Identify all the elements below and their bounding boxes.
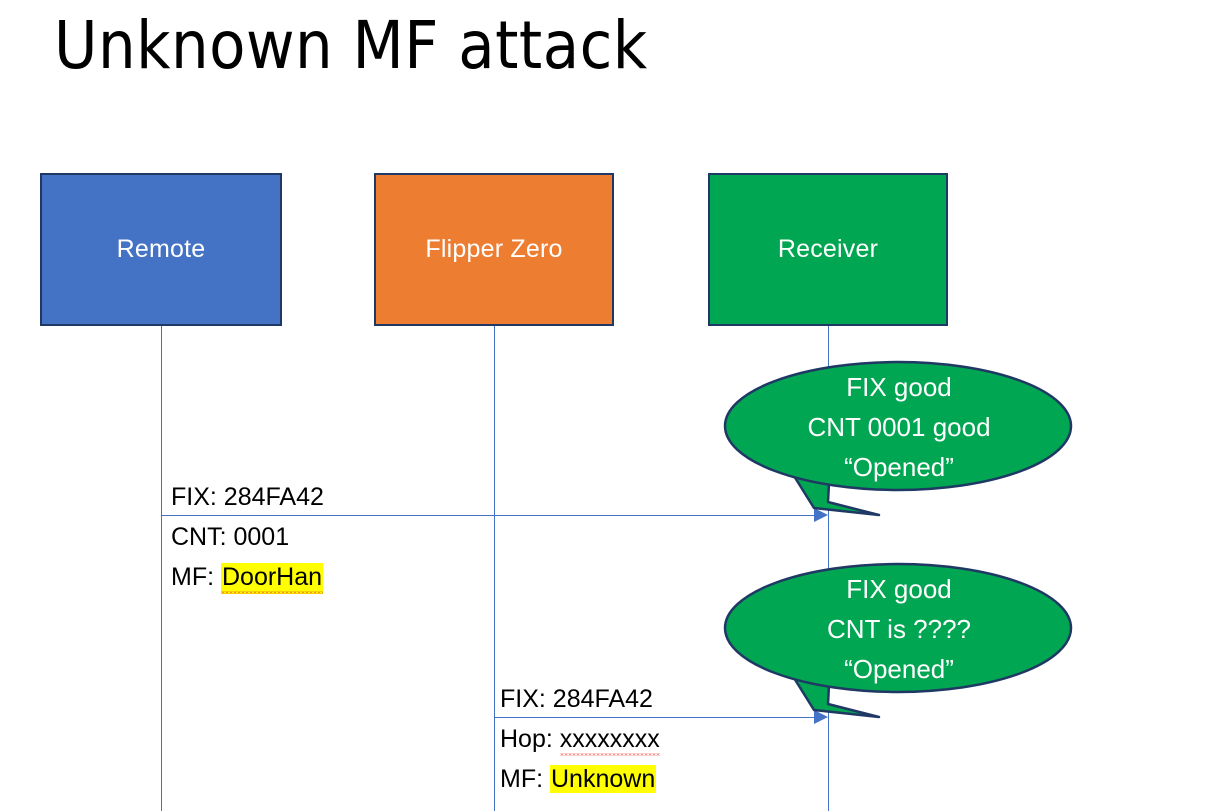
msg1-line2-value: 0001 xyxy=(233,523,290,551)
actor-label-receiver: Receiver xyxy=(777,235,879,263)
message-arrow-line-2 xyxy=(494,717,814,718)
speech-balloon-2[interactable]: FIX good CNT is ???? “Opened” xyxy=(723,562,1074,722)
actor-box-receiver[interactable]: Receiver xyxy=(708,173,948,326)
msg2-line3-label: MF: xyxy=(500,765,550,793)
message-arrow-head-2 xyxy=(814,710,828,724)
msg2-line3-value: Unknown xyxy=(550,765,657,793)
msg2-line1-label: FIX: xyxy=(500,685,553,713)
message-label-2-line-1: FIX: 284FA42 xyxy=(500,679,660,719)
message-label-1-line-2: CNT: 0001 xyxy=(171,517,324,557)
speech-balloon-2-shape xyxy=(723,562,1073,719)
lifeline-remote xyxy=(161,326,162,811)
msg1-line3-label: MF: xyxy=(171,563,221,591)
actor-label-flipper-zero: Flipper Zero xyxy=(425,235,563,263)
message-label-2-line-3: MF: Unknown xyxy=(500,759,660,799)
msg1-line3-value: DoorHan xyxy=(221,563,323,594)
msg1-line1-value: 284FA42 xyxy=(223,483,324,511)
message-label-1-line-3: MF: DoorHan xyxy=(171,557,324,597)
actor-box-flipper-zero[interactable]: Flipper Zero xyxy=(374,173,614,326)
message-label-2: FIX: 284FA42 Hop: xxxxxxxx MF: Unknown xyxy=(500,679,660,799)
actor-label-remote: Remote xyxy=(116,235,206,263)
msg2-line2-value: xxxxxxxx xyxy=(559,725,660,756)
speech-balloon-1[interactable]: FIX good CNT 0001 good “Opened” xyxy=(723,360,1074,520)
actor-box-remote[interactable]: Remote xyxy=(40,173,282,326)
message-arrow-line-1 xyxy=(161,515,814,516)
message-label-1: FIX: 284FA42 CNT: 0001 MF: DoorHan xyxy=(171,477,324,597)
msg2-line1-value: 284FA42 xyxy=(552,685,653,713)
message-arrow-head-1 xyxy=(814,508,828,522)
msg1-line2-label: CNT: xyxy=(171,523,234,551)
message-label-1-line-1: FIX: 284FA42 xyxy=(171,477,324,517)
msg1-line1-label: FIX: xyxy=(171,483,224,511)
message-label-2-line-2: Hop: xxxxxxxx xyxy=(500,719,660,759)
speech-balloon-1-shape xyxy=(723,360,1073,517)
msg2-line2-label: Hop: xyxy=(500,725,560,753)
lifeline-flipper xyxy=(494,326,495,811)
page-title: Unknown MF attack xyxy=(54,7,648,84)
